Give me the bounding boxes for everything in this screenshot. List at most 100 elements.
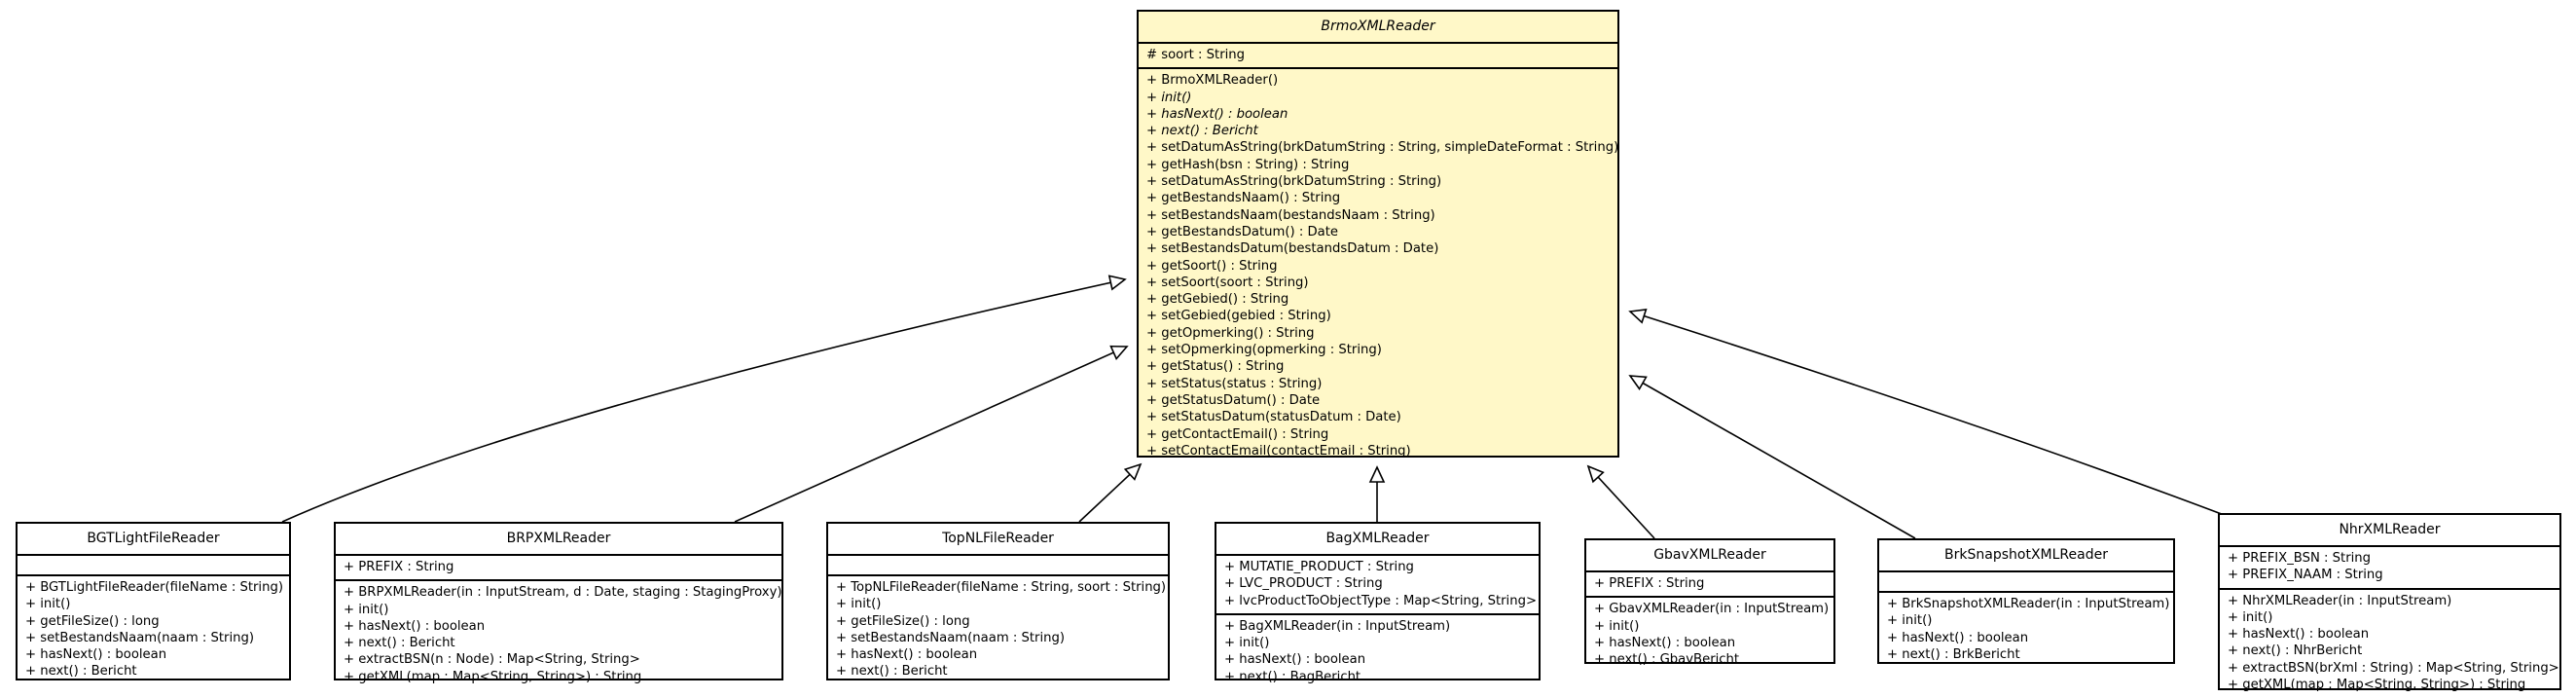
class-box-bagxmlreader: BagXMLReader + MUTATIE_PRODUCT : String+… (1215, 522, 1541, 684)
methods-section: + BrmoXMLReader()+ init()+ hasNext() : b… (1139, 69, 1619, 463)
member-row: + getStatusDatum() : Date (1146, 392, 1321, 408)
member-row: + hasNext() : boolean (1224, 652, 1366, 668)
member-row: # soort : String (1146, 48, 1246, 62)
class-box-gbavxmlreader: GbavXMLReader + PREFIX : String + GbavXM… (1584, 538, 1835, 667)
member-row: + next() : NhrBericht (2228, 643, 2363, 659)
member-row: + TopNLFileReader(fileName : String, soo… (836, 580, 1167, 595)
member-row: + getGebied() : String (1146, 292, 1289, 308)
member-row: + setOpmerking(opmerking : String) (1146, 343, 1382, 358)
methods-section: + BagXMLReader(in : InputStream) + init()… (1216, 615, 1539, 689)
member-row: + init() (344, 602, 389, 617)
member-row: + getOpmerking() : String (1146, 325, 1315, 341)
class-box-nhrxmlreader: NhrXMLReader + PREFIX_BSN : String+ PREF… (2218, 513, 2561, 692)
member-row: + setGebied(gebied : String) (1146, 309, 1331, 324)
member-row: + hasNext() : boolean (1594, 635, 1736, 650)
member-row: + init() (1887, 613, 1933, 629)
member-row: + hasNext() : boolean (25, 647, 167, 663)
member-row: + setBestandsDatum(bestandsDatum : Date) (1146, 241, 1439, 257)
methods-section: + GbavXMLReader(in : InputStream)+ init(… (1586, 598, 1833, 672)
member-row: + init() (836, 597, 882, 612)
inheritance-arrowhead (1368, 465, 1386, 483)
member-row: + PREFIX_NAAM : String (2228, 568, 2383, 583)
edge-nhrxmlreader (1629, 311, 2228, 517)
inheritance-arrowhead (1586, 464, 1605, 484)
member-row: + getXML(map : Map<String, String>) : St… (2228, 678, 2526, 693)
class-box-topnlfilereader: TopNLFileReader + TopNLFileReader(fileNa… (826, 522, 1170, 680)
member-row: + next() : Bericht (1146, 124, 1258, 139)
member-row: + getBestandsDatum() : Date (1146, 224, 1339, 239)
fields-section: + MUTATIE_PRODUCT : String + LVC_PRODUCT … (1216, 556, 1539, 615)
class-title: BrkSnapshotXMLReader (1879, 540, 2173, 572)
member-row: + setBestandsNaam(naam : String) (25, 630, 254, 645)
member-row: + setBestandsNaam(bestandsNaam : String) (1146, 207, 1435, 223)
member-row: + setDatumAsString(brkDatumString : Stri… (1146, 174, 1442, 190)
inheritance-arrowhead (1109, 345, 1129, 360)
fields-section (18, 556, 289, 576)
inheritance-arrowhead (1107, 275, 1127, 291)
methods-section: + NhrXMLReader(in : InputStream)+ init()… (2220, 590, 2559, 698)
member-row: + getBestandsNaam() : String (1146, 191, 1341, 206)
member-row: + next() : BrkBericht (1887, 646, 2020, 662)
class-title: BagXMLReader (1216, 524, 1539, 556)
member-row: + BGTLightFileReader(fileName : String) (25, 580, 283, 595)
member-row: + getSoort() : String (1146, 258, 1278, 274)
member-row: + next() : Bericht (836, 664, 948, 680)
class-box-bgtlightfilereader: BGTLightFileReader + BGTLightFileReader(… (16, 522, 291, 680)
methods-section: + BGTLightFileReader(fileName : String) +… (18, 576, 289, 684)
member-row: + getXML(map : Map<String, String>) : St… (344, 669, 642, 684)
fields-section: # soort : String (1139, 44, 1617, 70)
member-row: + extractBSN(brXml : String) : Map<Strin… (2228, 660, 2559, 676)
member-row: + NhrXMLReader(in : InputStream) (2228, 593, 2452, 608)
inheritance-arrowhead (1123, 462, 1143, 481)
member-row: + next() : BagBericht (1224, 669, 1361, 684)
member-row: + PREFIX_BSN : String (2228, 551, 2372, 566)
class-box-brksnapshotxmlreader: BrkSnapshotXMLReader + BrkSnapshotXMLRea… (1877, 538, 2175, 664)
member-row: + extractBSN(n : Node) : Map<String, Str… (344, 652, 640, 668)
member-row: + setDatumAsString(brkDatumString : Stri… (1146, 140, 1619, 156)
member-row: + lvcProductToObjectType : Map<String, S… (1224, 593, 1538, 608)
member-row: + LVC_PRODUCT : String (1224, 576, 1383, 592)
inheritance-arrowhead (1628, 375, 1648, 390)
member-row: + BagXMLReader(in : InputStream) (1224, 618, 1451, 634)
member-row: + getFileSize() : long (836, 613, 970, 629)
inheritance-arrowhead (1628, 308, 1648, 324)
member-row: + getHash(bsn : String) : String (1146, 157, 1350, 172)
member-row: + hasNext() : boolean (1887, 630, 2029, 645)
member-row: + setContactEmail(contactEmail : String) (1146, 443, 1411, 459)
member-row: + next() : Bericht (344, 636, 455, 651)
member-row: + hasNext() : boolean (1146, 106, 1288, 122)
member-row: + setSoort(soort : String) (1146, 275, 1309, 290)
class-title: BGTLightFileReader (18, 524, 289, 556)
fields-section: + PREFIX_BSN : String + PREFIX_NAAM : Str… (2220, 547, 2559, 590)
member-row: + init() (1594, 618, 1640, 634)
member-row: + next() : Bericht (25, 664, 137, 680)
member-row: + PREFIX : String (1594, 576, 1705, 591)
member-row: + setBestandsNaam(naam : String) (836, 630, 1065, 645)
member-row: + setStatus(status : String) (1146, 376, 1323, 391)
class-title: BRPXMLReader (336, 524, 781, 556)
class-title: TopNLFileReader (828, 524, 1168, 556)
member-row: + getFileSize() : long (25, 613, 160, 629)
member-row: + BRPXMLReader(in : InputStream, d : Dat… (344, 585, 782, 601)
member-row: + getContactEmail() : String (1146, 426, 1329, 442)
class-title: NhrXMLReader (2220, 515, 2559, 547)
class-title: BrmoXMLReader (1139, 12, 1617, 44)
member-row: + init() (2228, 609, 2273, 625)
fields-section (1879, 572, 2173, 593)
member-row: + MUTATIE_PRODUCT : String (1224, 560, 1414, 574)
edge-brksnapshotxmlreader (1629, 375, 1916, 539)
member-row: + init() (1224, 636, 1270, 651)
member-row: + getStatus() : String (1146, 359, 1285, 375)
class-box-brpxmlreader: BRPXMLReader + PREFIX : String + BRPXMLR… (334, 522, 783, 684)
member-row: + init() (25, 597, 71, 612)
member-row: + hasNext() : boolean (2228, 627, 2370, 643)
edge-bgtlightfilereader (281, 278, 1126, 523)
class-title: GbavXMLReader (1586, 540, 1833, 572)
edge-brpxmlreader (734, 346, 1128, 523)
edge-gbavxmlreader (1587, 465, 1655, 539)
methods-section: + TopNLFileReader(fileName : String, soo… (828, 576, 1168, 684)
class-box-brmoxmlreader: BrmoXMLReader # soort : String + BrmoXML… (1137, 10, 1619, 459)
member-row: + BrmoXMLReader() (1146, 73, 1279, 89)
member-row: + next() : GbavBericht (1594, 652, 1740, 668)
